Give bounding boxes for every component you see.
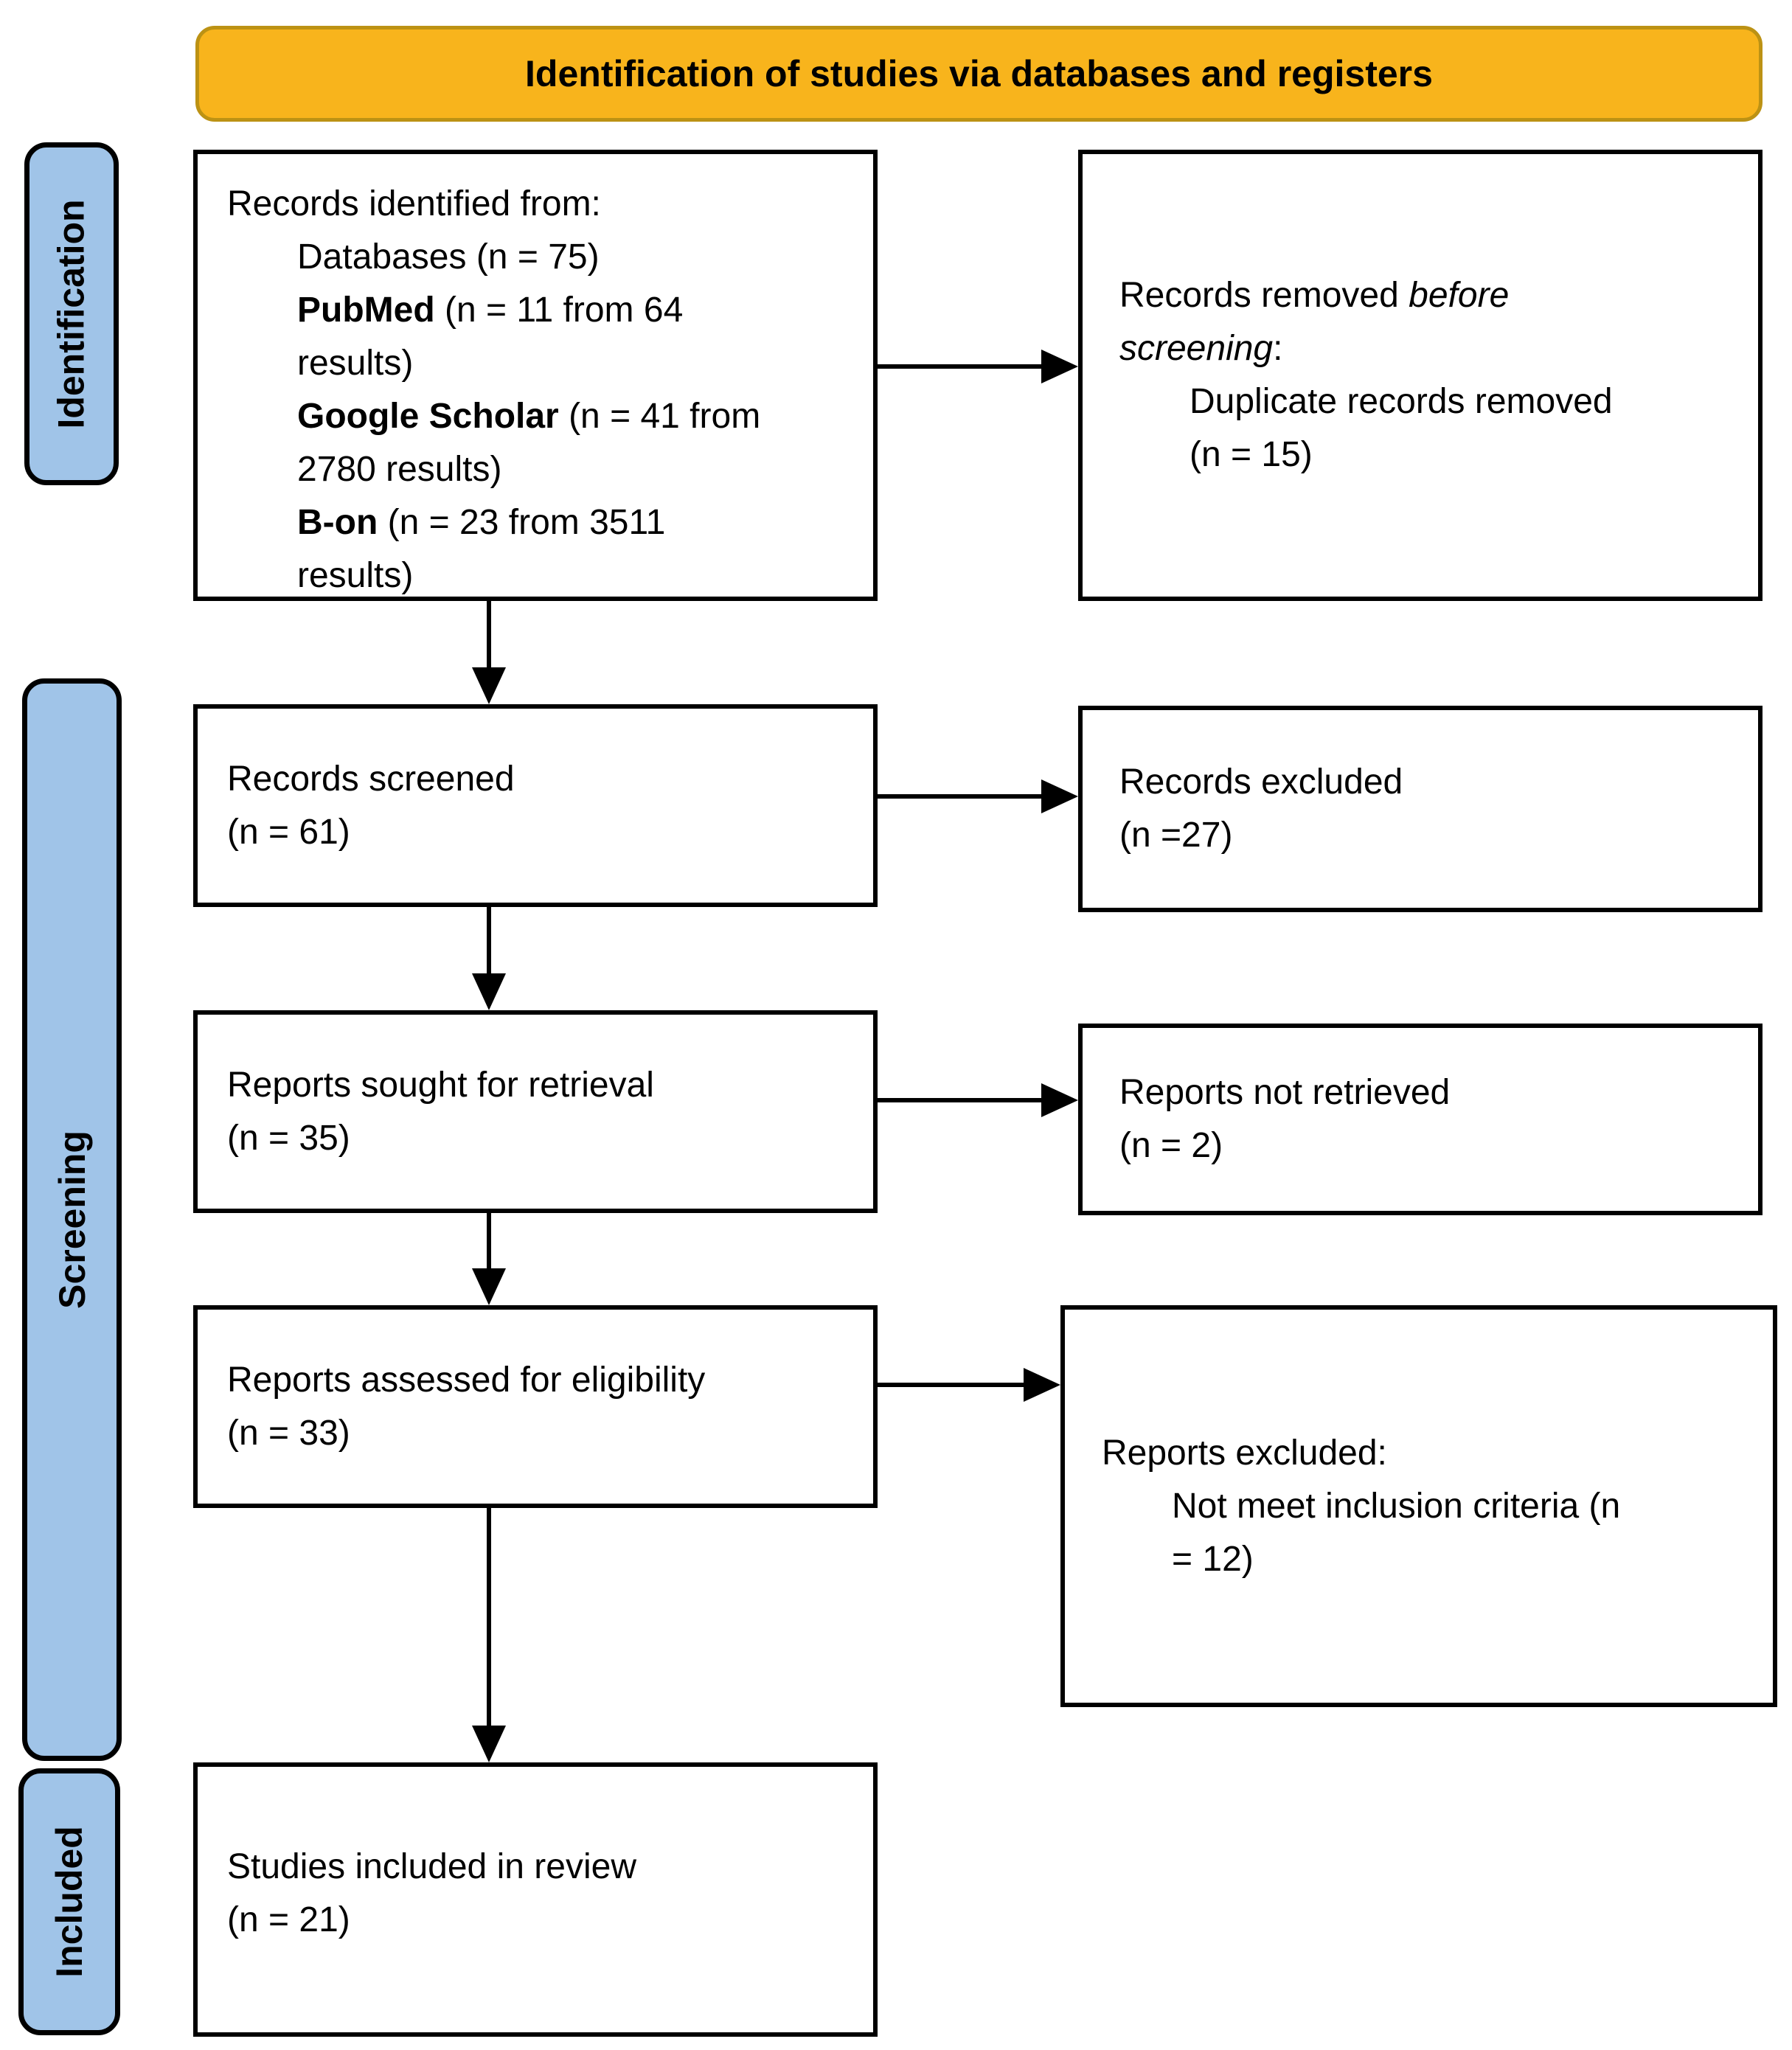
records-identified-pubmed-cont: results) [297,344,414,383]
box-records-excluded: Records excluded (n =27) [1078,706,1763,912]
box-records-screened: Records screened (n = 61) [193,704,878,907]
records-removed-duplicates-count: (n = 15) [1190,435,1313,474]
reports-not-retrieved-count: (n = 2) [1119,1126,1223,1165]
box-reports-excluded: Reports excluded: Not meet inclusion cri… [1060,1305,1777,1707]
records-removed-line2: screening: [1119,329,1283,368]
box-records-removed: Records removed before screening: Duplic… [1078,150,1763,601]
stage-label-included: Included [18,1768,120,2035]
arrow-assessed-to-included [472,1508,506,1762]
reports-sought-count: (n = 35) [227,1118,350,1158]
reports-assessed-count: (n = 33) [227,1413,350,1453]
arrow-screened-to-excluded [878,779,1078,813]
arrow-sought-to-not-retrieved [878,1083,1078,1117]
records-identified-scholar: Google Scholar (n = 41 from [297,397,761,436]
box-studies-included: Studies included in review (n = 21) [193,1762,878,2037]
reports-excluded-title: Reports excluded: [1102,1433,1387,1473]
arrow-identified-to-removed [878,350,1078,383]
arrow-shaft [878,364,1046,369]
reports-assessed-label: Reports assessed for eligibility [227,1360,706,1400]
reports-not-retrieved-label: Reports not retrieved [1119,1073,1451,1112]
stage-label-included-text: Included [49,1826,91,1978]
arrow-screened-to-sought [472,907,506,1010]
arrow-shaft [487,1213,491,1273]
records-excluded-label: Records excluded [1119,762,1403,802]
arrow-shaft [878,1098,1046,1102]
arrowhead-right-icon [1041,350,1078,383]
records-identified-bon-cont: results) [297,556,414,595]
records-identified-scholar-cont: 2780 results) [297,450,502,489]
arrow-shaft [487,1508,491,1730]
arrow-assessed-to-reports-excluded [878,1368,1060,1402]
arrow-identified-to-screened [472,600,506,704]
reports-excluded-reason-count: = 12) [1172,1539,1254,1579]
box-records-identified: Records identified from: Databases (n = … [193,150,878,601]
box-reports-sought: Reports sought for retrieval (n = 35) [193,1010,878,1213]
banner-title: Identification of studies via databases … [195,26,1763,122]
studies-included-count: (n = 21) [227,1900,350,1939]
arrowhead-right-icon [1041,779,1078,813]
studies-included-label: Studies included in review [227,1847,636,1886]
records-removed-duplicates: Duplicate records removed [1190,382,1613,421]
arrow-shaft [487,907,491,978]
arrow-shaft [878,794,1046,799]
records-identified-pubmed: PubMed (n = 11 from 64 [297,291,684,330]
records-identified-title: Records identified from: [227,184,601,223]
records-screened-label: Records screened [227,759,515,799]
reports-sought-label: Reports sought for retrieval [227,1065,654,1105]
stage-label-screening: Screening [22,678,122,1761]
arrowhead-right-icon [1041,1083,1078,1117]
stage-label-identification-text: Identification [51,198,93,429]
arrowhead-down-icon [472,1268,506,1305]
records-excluded-count: (n =27) [1119,816,1233,855]
arrow-shaft [878,1383,1028,1387]
box-reports-assessed: Reports assessed for eligibility (n = 33… [193,1305,878,1508]
arrowhead-down-icon [472,1726,506,1762]
stage-label-identification: Identification [24,142,119,485]
stage-label-screening-text: Screening [51,1130,93,1309]
records-removed-line1: Records removed before [1119,276,1510,315]
arrowhead-down-icon [472,667,506,704]
records-identified-databases: Databases (n = 75) [297,237,600,277]
arrow-sought-to-assessed [472,1213,506,1305]
arrowhead-right-icon [1024,1368,1060,1402]
records-identified-bon: B-on (n = 23 from 3511 [297,503,666,542]
box-reports-not-retrieved: Reports not retrieved (n = 2) [1078,1024,1763,1215]
arrow-shaft [487,600,491,672]
arrowhead-down-icon [472,973,506,1010]
records-screened-count: (n = 61) [227,812,350,852]
reports-excluded-reason: Not meet inclusion criteria (n [1172,1486,1621,1526]
banner-title-text: Identification of studies via databases … [525,53,1433,94]
